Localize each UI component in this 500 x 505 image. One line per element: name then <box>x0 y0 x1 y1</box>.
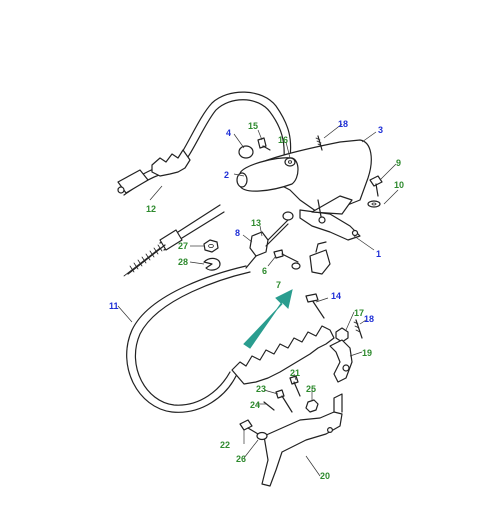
callout-18-top: 18 <box>338 119 348 129</box>
callout-20: 20 <box>320 471 330 481</box>
bolt-22 <box>239 419 268 441</box>
callout-6: 6 <box>262 266 267 276</box>
bolt-6 <box>273 249 299 263</box>
callout-25: 25 <box>306 384 316 394</box>
nut-17 <box>335 327 349 343</box>
callout-11: 11 <box>109 301 119 311</box>
callout-13: 13 <box>251 218 261 228</box>
boot-14 <box>231 293 335 385</box>
callout-28: 28 <box>178 257 188 267</box>
callout-27: 27 <box>178 241 188 251</box>
pin-18-top <box>315 135 323 151</box>
leader-lines <box>117 123 399 477</box>
bracket-20 <box>261 393 343 487</box>
callout-7: 7 <box>276 280 281 290</box>
bolt-21 <box>289 375 301 397</box>
callout-8: 8 <box>235 228 240 238</box>
callout-9: 9 <box>396 158 401 168</box>
pin-18-lower <box>353 319 363 339</box>
callout-1: 1 <box>376 249 381 259</box>
nut-25 <box>305 399 319 413</box>
cable-12 <box>123 204 225 277</box>
callout-24: 24 <box>250 400 260 410</box>
callout-16: 16 <box>278 135 288 145</box>
clevis-7 <box>291 241 331 275</box>
handbrake-lever <box>236 139 372 241</box>
callout-21: 21 <box>290 368 300 378</box>
washer-16 <box>284 157 296 167</box>
callout-26: 26 <box>236 454 246 464</box>
callout-17: 17 <box>354 308 364 318</box>
cable-11 <box>126 265 251 413</box>
highlight-arrow <box>243 289 293 349</box>
upper-cable <box>117 91 292 196</box>
grommet-4 <box>238 145 254 159</box>
callout-3: 3 <box>378 125 383 135</box>
bracket-19 <box>329 339 353 383</box>
pin-24 <box>263 401 275 411</box>
nut-27 <box>203 239 219 253</box>
callout-18-lower: 18 <box>364 314 374 324</box>
callout-23: 23 <box>256 384 266 394</box>
callout-15: 15 <box>248 121 258 131</box>
callout-14: 14 <box>331 291 341 301</box>
callout-22: 22 <box>220 440 230 450</box>
callout-12: 12 <box>146 204 156 214</box>
callout-2: 2 <box>224 170 229 180</box>
bolt-9 <box>367 175 383 208</box>
adjuster-8 <box>245 211 294 269</box>
callout-labels: 1 2 3 4 6 7 8 9 10 11 12 13 14 15 16 17 … <box>109 119 404 481</box>
screw-15 <box>257 137 271 151</box>
callout-10: 10 <box>394 180 404 190</box>
callout-4: 4 <box>226 128 231 138</box>
callout-19: 19 <box>362 348 372 358</box>
bolt-23 <box>275 389 293 413</box>
clip-28 <box>203 257 221 271</box>
